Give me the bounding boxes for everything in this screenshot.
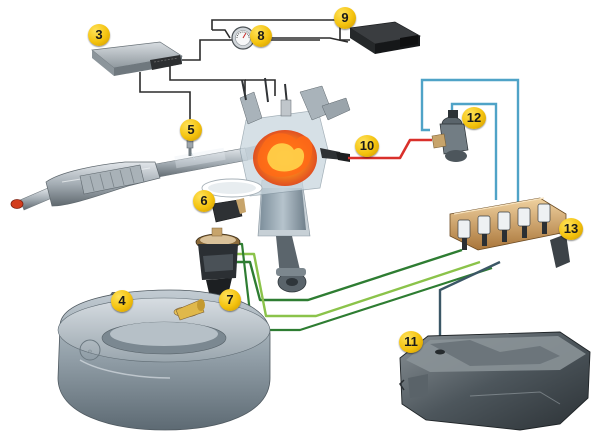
gas-ecu-icon [349, 21, 422, 54]
catalytic-converter-icon [79, 164, 145, 195]
callout-13: 13 [559, 218, 583, 240]
solenoid-valve-icon [201, 178, 263, 223]
callout-10: 10 [355, 135, 379, 157]
exhaust-system [10, 145, 262, 211]
callout-12: 12 [462, 107, 486, 129]
injector-rail-icon [449, 197, 570, 268]
callout-5: 5 [180, 119, 202, 141]
callout-6: 6 [193, 190, 215, 212]
callout-9: 9 [334, 7, 356, 29]
callout-8: 8 [250, 25, 272, 47]
filler-valve-icon [173, 299, 205, 321]
high-pressure-line [348, 138, 432, 160]
return-line [438, 260, 501, 350]
svg-text:⊙: ⊙ [88, 349, 92, 355]
callout-7: 7 [219, 289, 241, 311]
petrol-tank-icon [399, 331, 591, 431]
callout-11: 11 [399, 331, 423, 353]
callout-3: 3 [88, 24, 110, 46]
callout-4: 4 [111, 290, 133, 312]
lpg-tank-icon: ⊙ [57, 289, 271, 431]
ecu-icon [91, 41, 183, 76]
fuel-pump-icon [431, 110, 469, 162]
engine-icon [239, 77, 351, 293]
